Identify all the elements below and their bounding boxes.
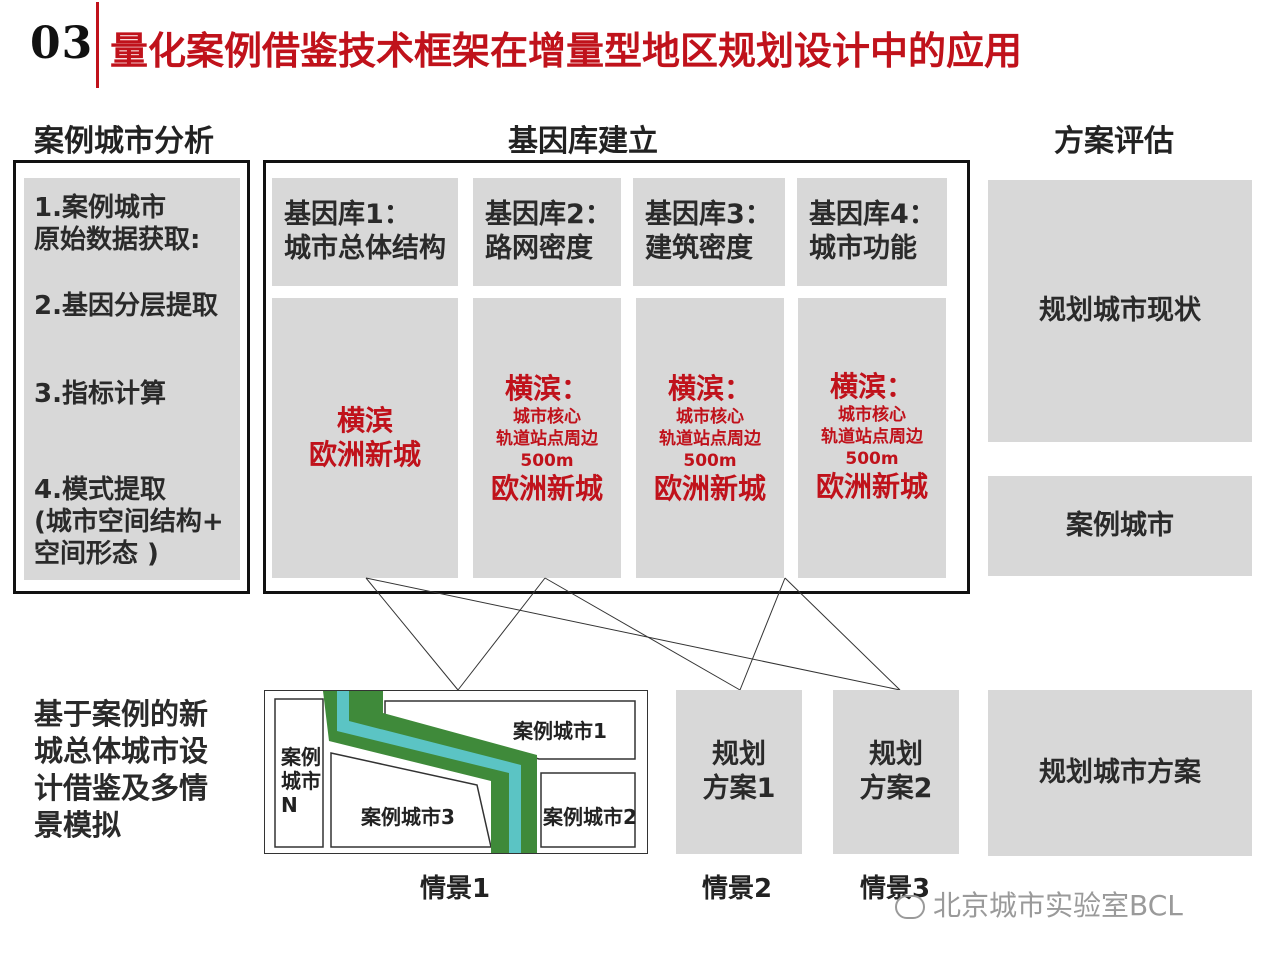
eval-plan: 规划城市方案 [988, 690, 1252, 856]
heading-gene-library: 基因库建立 [508, 124, 658, 159]
case-2-subtitle: 城市核心 轨道站点周边 500m [496, 407, 598, 471]
case-2-name: 欧洲新城 [490, 472, 603, 505]
simulation-label: 基于案例的新 城总体城市设 计借鉴及多情 景模拟 [34, 697, 209, 842]
gene-library-1-case: 横滨 欧洲新城 [272, 298, 458, 578]
scenario-1-caption: 情景1 [420, 874, 491, 904]
section-number: 03 [30, 18, 94, 69]
analysis-step-1: 1.案例城市 原始数据获取: [34, 193, 201, 255]
connector-line [457, 577, 546, 691]
case-3-name: 欧洲新城 [653, 472, 766, 505]
map-graphic [274, 691, 636, 853]
wechat-icon [895, 895, 925, 919]
gene-library-2-label: 基因库2： 路网密度 [473, 178, 621, 286]
gene-library-4-label: 基因库4： 城市功能 [797, 178, 947, 286]
map-block-2 [540, 772, 636, 848]
connector-line [365, 577, 901, 691]
gene-library-3-case: 横滨： 城市核心 轨道站点周边 500m 欧洲新城 [636, 298, 784, 578]
gene-library-2-case: 横滨： 城市核心 轨道站点周边 500m 欧洲新城 [473, 298, 621, 578]
heading-case-analysis: 案例城市分析 [34, 124, 214, 159]
analysis-step-3: 3.指标计算 [34, 379, 166, 409]
watermark: 北京城市实验室BCL [895, 884, 1183, 924]
heading-evaluation: 方案评估 [1054, 124, 1174, 159]
plan-1-box: 规划 方案1 [676, 690, 802, 854]
scenario-1-map: 案例 城市 N 案例城市1 案例城市3 案例城市2 [264, 690, 648, 854]
case-4-name: 欧洲新城 [815, 470, 928, 503]
case-3-subtitle: 城市核心 轨道站点周边 500m [659, 407, 761, 471]
analysis-step-2: 2.基因分层提取 [34, 291, 218, 321]
map-block-n [274, 698, 324, 848]
eval-case-city: 案例城市 [988, 476, 1252, 576]
scenario-2-caption: 情景2 [702, 874, 773, 904]
map-label-case-3: 案例城市3 [361, 805, 455, 829]
case-4-subtitle: 城市核心 轨道站点周边 500m [821, 405, 923, 469]
case-2-title: 横滨： [504, 372, 589, 405]
title-divider [96, 2, 99, 88]
case-4-title: 横滨： [829, 370, 914, 403]
map-label-case-2: 案例城市2 [543, 805, 637, 829]
analysis-panel [24, 178, 240, 580]
analysis-step-4: 4.模式提取 (城市空间结构+ 空间形态 ) [34, 475, 224, 569]
plan-2-box: 规划 方案2 [833, 690, 959, 854]
case-1-title: 横滨 欧洲新城 [308, 404, 421, 471]
map-label-case-1: 案例城市1 [513, 719, 607, 743]
river-channel [337, 691, 521, 853]
page-title: 量化案例借鉴技术框架在增量型地区规划设计中的应用 [110, 29, 1023, 73]
connector-line [365, 577, 459, 691]
eval-current-city: 规划城市现状 [988, 180, 1252, 442]
connector-line [739, 577, 786, 691]
gene-library-4-case: 横滨： 城市核心 轨道站点周边 500m 欧洲新城 [798, 298, 946, 578]
case-3-title: 横滨： [667, 372, 752, 405]
connector-line [544, 577, 741, 691]
map-label-case-n: 案例 城市 N [281, 745, 321, 817]
gene-library-1-label: 基因库1： 城市总体结构 [272, 178, 458, 286]
connector-line [784, 577, 901, 691]
watermark-text: 北京城市实验室BCL [933, 889, 1183, 922]
gene-library-3-label: 基因库3： 建筑密度 [633, 178, 785, 286]
